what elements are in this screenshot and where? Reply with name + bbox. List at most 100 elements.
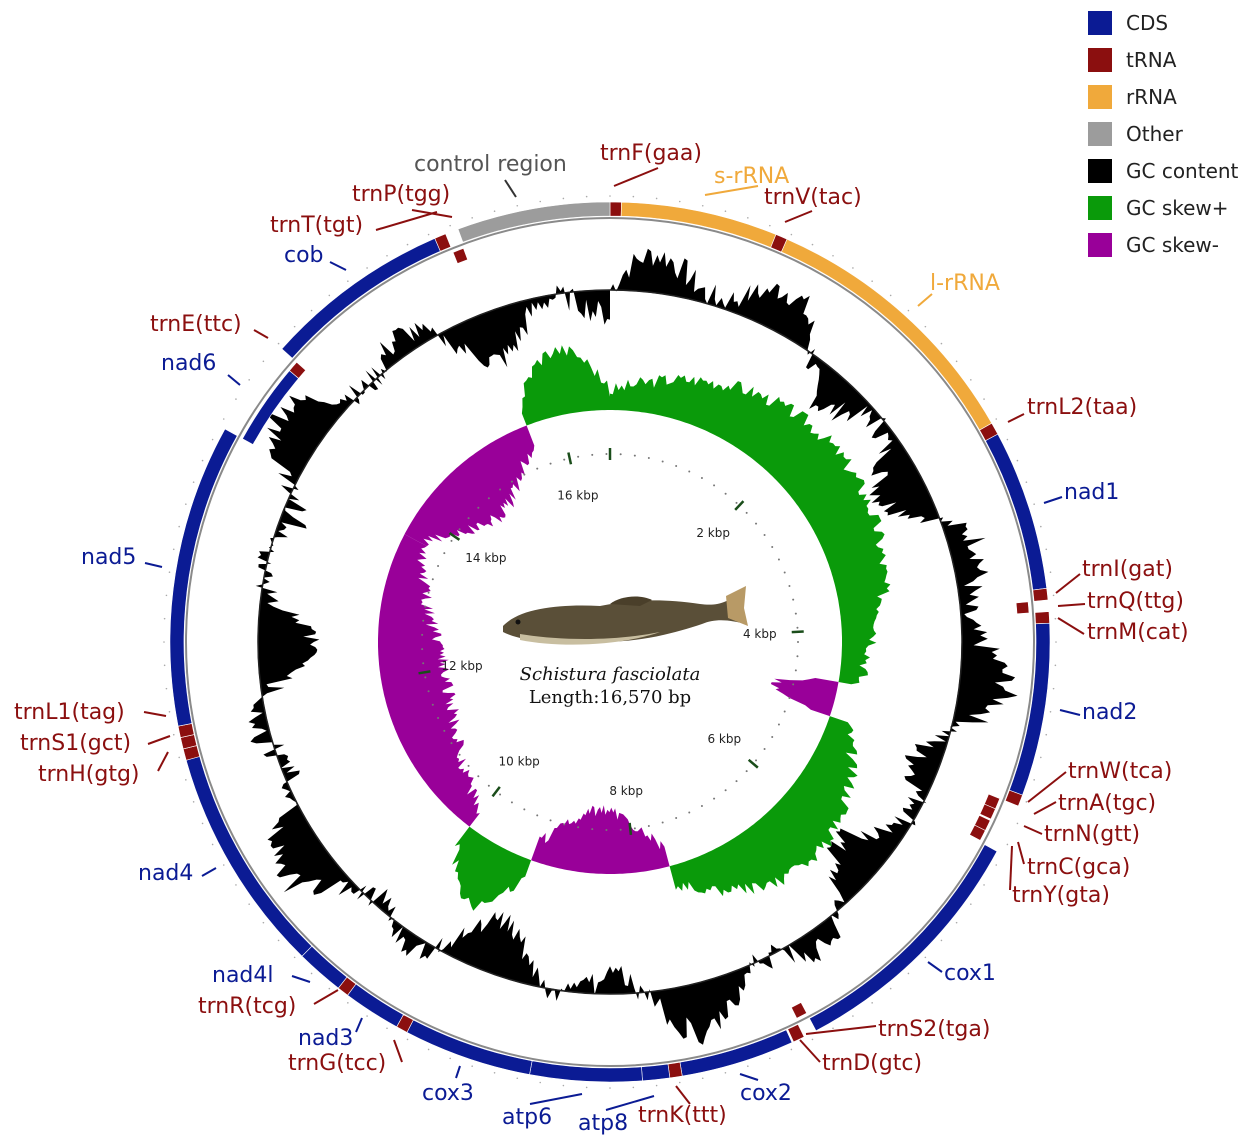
scale-dot	[536, 468, 538, 470]
outer-tick-dot	[516, 205, 518, 207]
outer-tick-dot	[890, 295, 892, 297]
outer-tick-dot	[166, 595, 168, 597]
outer-tick-dot	[925, 957, 927, 959]
outer-tick-dot	[1033, 503, 1035, 505]
scale-dot	[468, 517, 470, 519]
outer-tick-dot	[386, 1027, 388, 1029]
label-cox1: cox1	[944, 961, 996, 986]
outer-tick-dot	[586, 196, 588, 198]
outer-tick-dot	[791, 1049, 793, 1051]
scale-dot	[725, 789, 727, 791]
outer-tick-dot	[471, 217, 473, 219]
outer-tick-dot	[1017, 823, 1019, 825]
leader-trnl1	[144, 712, 166, 716]
label-trnl1: trnL1(tag)	[14, 700, 125, 725]
label-trnp: trnP(tgg)	[352, 182, 450, 207]
outer-tick-dot	[1026, 801, 1028, 803]
outer-tick-dot	[995, 418, 997, 420]
outer-tick-dot	[212, 439, 214, 441]
leader-nad3	[356, 1018, 362, 1032]
legend-label-rrna: rRNA	[1126, 85, 1177, 109]
scale-dot	[468, 765, 470, 767]
scale-dot	[620, 453, 622, 455]
scale-dot	[713, 484, 715, 486]
scale-dot	[422, 662, 424, 664]
label-trnr: trnR(tcg)	[198, 994, 296, 1019]
leader-control-region	[505, 180, 516, 197]
scale-dot	[443, 730, 445, 732]
outer-tick-dot	[248, 379, 250, 381]
label-trnn: trnN(gtt)	[1044, 822, 1140, 847]
gc-skew-segment-plus	[522, 345, 610, 425]
kbp-tick	[493, 787, 500, 797]
outer-tick-dot	[1026, 481, 1028, 483]
outer-tick-dot	[941, 940, 943, 942]
leader-trnm	[1058, 618, 1084, 634]
outer-tick-dot	[970, 903, 972, 905]
label-trnh: trnH(gtg)	[38, 762, 140, 787]
label-trns2: trnS2(tga)	[878, 1017, 990, 1042]
kbp-label: 16 kbp	[557, 488, 598, 502]
outer-tick-dot	[235, 884, 237, 886]
species-name: Schistura fasciolata	[520, 664, 701, 685]
leader-trne	[254, 330, 268, 338]
scale-dot	[511, 801, 513, 803]
outer-tick-dot	[908, 310, 910, 312]
scale-dot	[432, 578, 434, 580]
scale-dot	[421, 648, 423, 650]
scale-dot	[428, 592, 430, 594]
label-trnf: trnF(gaa)	[600, 141, 702, 166]
label-trnc: trnC(gca)	[1027, 855, 1130, 880]
leader-nad2	[1060, 710, 1080, 715]
label-atp6: atp6	[502, 1105, 552, 1130]
scale-dot	[662, 461, 664, 463]
leader-trna	[1034, 802, 1056, 814]
scale-dot	[701, 477, 703, 479]
gc-content-profile	[249, 249, 1018, 1045]
scale-dot	[634, 455, 636, 457]
feature-trns2-tga-	[791, 1003, 806, 1019]
leader-nad6	[228, 375, 240, 385]
scale-dot	[550, 819, 552, 821]
outer-tick-dot	[178, 757, 180, 759]
outer-tick-dot	[202, 460, 204, 462]
outer-tick-dot	[563, 1085, 565, 1087]
outer-tick-dot	[185, 503, 187, 505]
outer-tick-dot	[178, 526, 180, 528]
outer-tick-dot	[329, 295, 331, 297]
label-trnk: trnK(ttt)	[638, 1103, 727, 1128]
gc-skew-segment-plus	[670, 716, 858, 896]
scale-dot	[792, 683, 794, 685]
outer-tick-dot	[656, 1085, 658, 1087]
label-nad2: nad2	[1082, 700, 1137, 725]
scale-dot	[437, 717, 439, 719]
outer-tick-dot	[193, 801, 195, 803]
legend-label-gc-skew-plus: GC skew+	[1126, 196, 1229, 220]
scale-dot	[648, 457, 650, 459]
feature-atp6	[530, 1061, 643, 1082]
legend-label-trna: tRNA	[1126, 48, 1177, 72]
scale-dot	[648, 825, 650, 827]
outer-tick-dot	[725, 1072, 727, 1074]
legend-swatch-trna	[1088, 48, 1112, 72]
outer-tick-dot	[1055, 618, 1057, 620]
outer-tick-dot	[1050, 571, 1052, 573]
outer-tick-dot	[1040, 526, 1042, 528]
scale-dot	[796, 655, 798, 657]
outer-tick-dot	[832, 1027, 834, 1029]
label-atp8: atp8	[578, 1111, 628, 1136]
legend-swatch-cds	[1088, 11, 1112, 35]
legend-swatch-gc-skew-minus	[1088, 233, 1112, 257]
outer-tick-dot	[725, 210, 727, 212]
outer-tick-dot	[263, 922, 265, 924]
kbp-tick	[568, 453, 571, 465]
outer-tick-dot	[747, 217, 749, 219]
label-cox2: cox2	[740, 1081, 792, 1106]
scale-dot	[605, 453, 607, 455]
outer-tick-dot	[516, 1077, 518, 1079]
outer-tick-dot	[539, 1082, 541, 1084]
scale-dot	[784, 710, 786, 712]
outer-tick-dot	[702, 205, 704, 207]
scale-dot	[688, 471, 690, 473]
outer-tick-dot	[235, 398, 237, 400]
